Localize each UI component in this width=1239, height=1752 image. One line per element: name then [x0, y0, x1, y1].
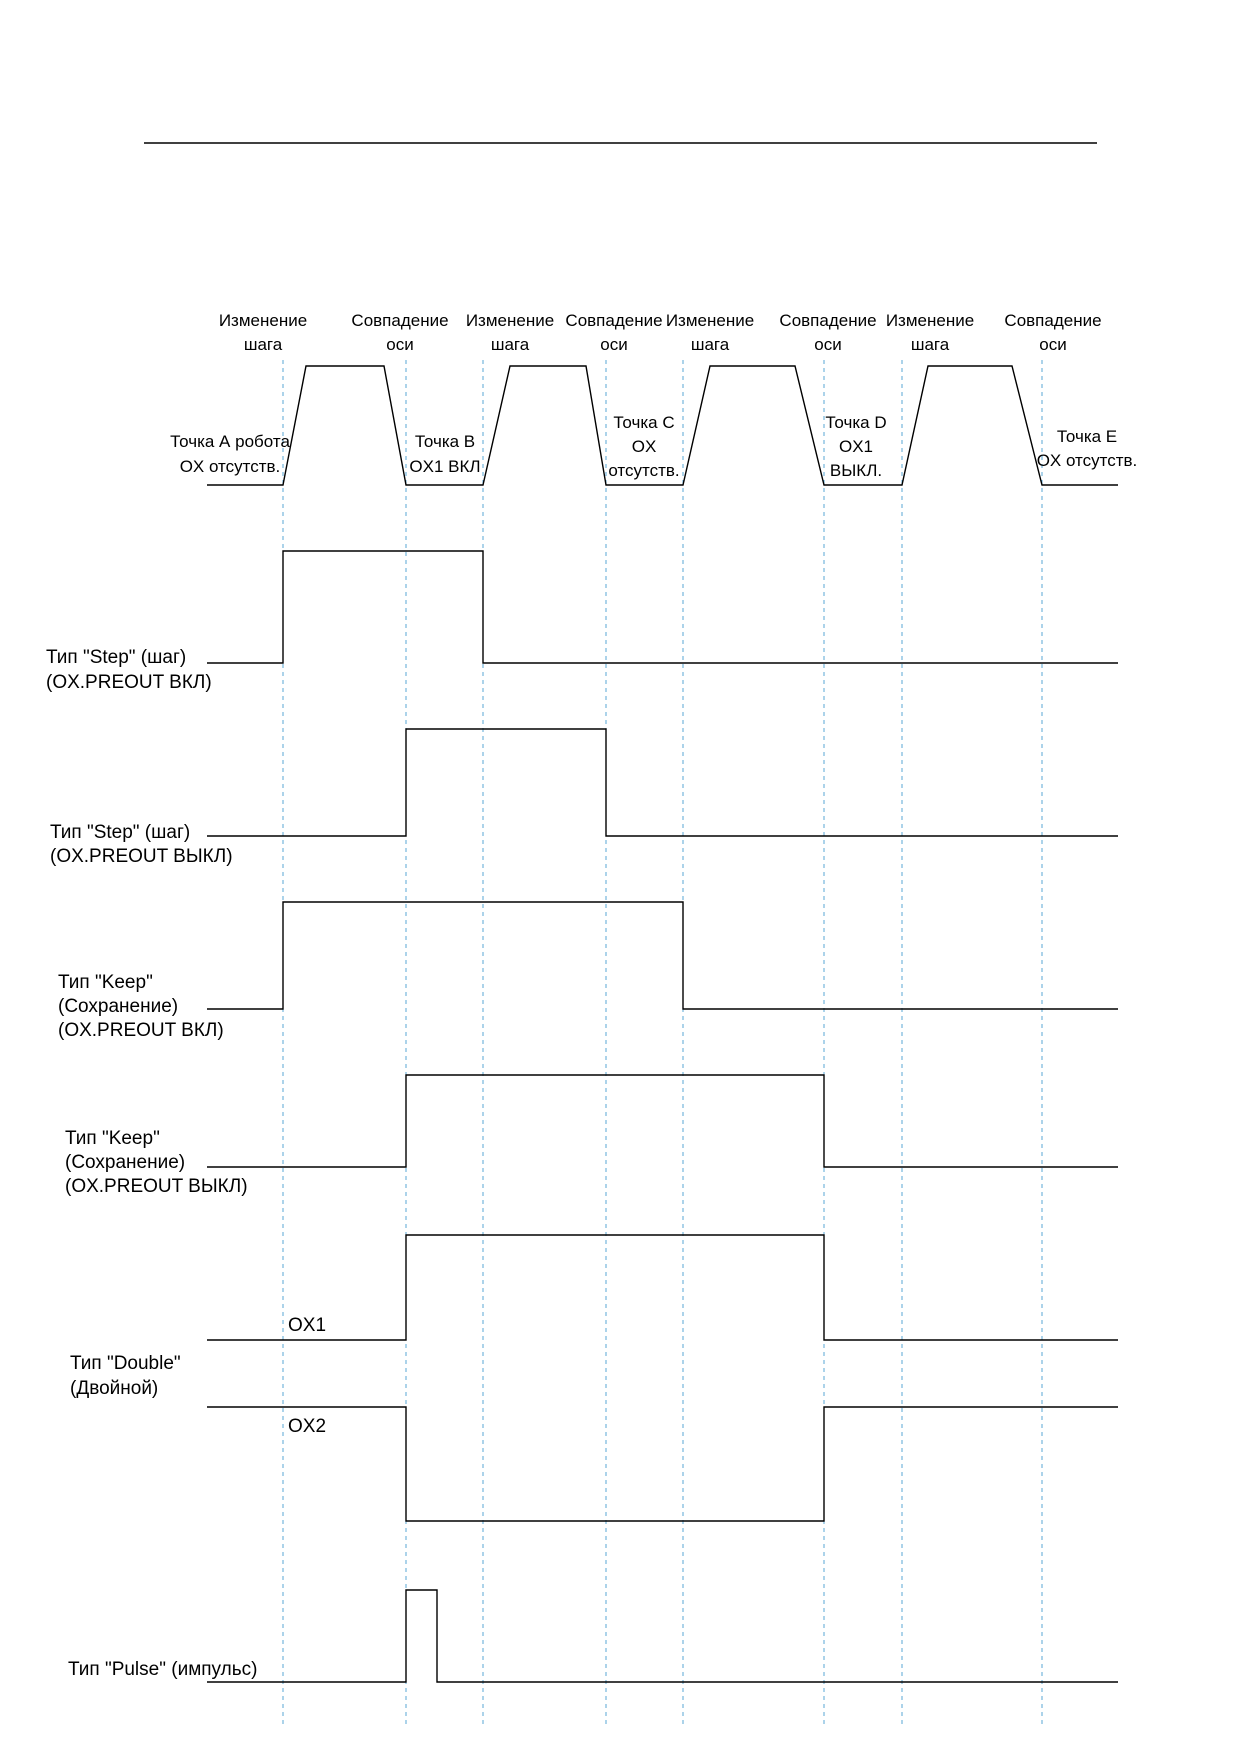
ox1-label: OX1: [288, 1315, 326, 1336]
signal-label-sub: (OX.PREOUT ВЫКЛ): [50, 846, 233, 867]
point-c-label: Точка C: [613, 413, 674, 432]
point-e-label: Точка E: [1057, 427, 1117, 446]
point-a-label: Точка А робота: [170, 432, 290, 451]
motion-profile: [207, 365, 1118, 486]
point-d-label: Точка D: [825, 413, 886, 432]
waveform: [207, 728, 1118, 837]
waveform-ox1: [207, 1234, 1118, 1341]
signal-label: Тип "Double": [70, 1353, 181, 1374]
waveform: [207, 901, 1118, 1010]
signal-pulse: Тип "Pulse" (импульс): [68, 1589, 1118, 1683]
signal-label-sub2: (OX.PREOUT ВЫКЛ): [65, 1176, 248, 1197]
signal-keep-preout-on: Тип "Keep" (Сохранение) (OX.PREOUT ВКЛ): [58, 901, 1118, 1041]
step-change-label-1: Изменение: [219, 311, 307, 330]
axis-match-label-4: Совпадение: [1004, 311, 1101, 330]
top-labels: Изменение шага Совпадение оси Изменение …: [219, 311, 1102, 354]
point-c-sub1: OX: [632, 437, 657, 456]
event-guides: [282, 360, 1043, 1728]
ox2-label: OX2: [288, 1416, 326, 1437]
point-a-sub: OX отсутств.: [180, 457, 281, 476]
point-c-sub2: отсутств.: [608, 461, 679, 480]
axis-match-label-3: Совпадение: [779, 311, 876, 330]
signal-label-sub2: (OX.PREOUT ВКЛ): [58, 1020, 224, 1041]
signal-label: Тип "Step" (шаг): [46, 647, 186, 668]
signal-label-sub: (Двойной): [70, 1378, 158, 1399]
signal-label-sub1: (Сохранение): [58, 996, 178, 1017]
signal-step-preout-off: Тип "Step" (шаг) (OX.PREOUT ВЫКЛ): [50, 728, 1118, 867]
step-change-label-3-sub: шага: [691, 335, 730, 354]
step-change-label-3: Изменение: [666, 311, 754, 330]
point-labels: Точка А робота OX отсутств. Точка B OX1 …: [170, 413, 1137, 480]
waveform: [207, 1589, 1118, 1683]
point-e-sub: OX отсутств.: [1037, 451, 1138, 470]
point-b-sub: OX1 ВКЛ: [409, 457, 480, 476]
step-change-label-1-sub: шага: [244, 335, 283, 354]
axis-match-label-1: Совпадение: [351, 311, 448, 330]
signal-label: Тип "Keep": [58, 972, 153, 993]
waveform-ox2: [207, 1406, 1118, 1522]
axis-match-label-2-sub: оси: [600, 335, 627, 354]
point-d-sub2: ВЫКЛ.: [830, 461, 882, 480]
axis-match-label-4-sub: оси: [1039, 335, 1066, 354]
signal-label: Тип "Pulse" (импульс): [68, 1659, 257, 1680]
step-change-label-2: Изменение: [466, 311, 554, 330]
waveform: [207, 1074, 1118, 1168]
signal-label-sub: (OX.PREOUT ВКЛ): [46, 672, 212, 693]
point-b-label: Точка B: [415, 432, 475, 451]
step-change-label-2-sub: шага: [491, 335, 530, 354]
axis-match-label-3-sub: оси: [814, 335, 841, 354]
axis-match-label-1-sub: оси: [386, 335, 413, 354]
step-change-label-4: Изменение: [886, 311, 974, 330]
step-change-label-4-sub: шага: [911, 335, 950, 354]
signal-label-sub1: (Сохранение): [65, 1152, 185, 1173]
point-d-sub1: OX1: [839, 437, 873, 456]
signal-double: OX1 OX2 Тип "Double" (Двойной): [70, 1234, 1118, 1522]
signal-label: Тип "Keep": [65, 1128, 160, 1149]
signal-keep-preout-off: Тип "Keep" (Сохранение) (OX.PREOUT ВЫКЛ): [65, 1074, 1118, 1197]
axis-match-label-2: Совпадение: [565, 311, 662, 330]
signal-label: Тип "Step" (шаг): [50, 822, 190, 843]
signal-step-preout-on: Тип "Step" (шаг) (OX.PREOUT ВКЛ): [46, 550, 1118, 693]
waveform: [207, 550, 1118, 664]
